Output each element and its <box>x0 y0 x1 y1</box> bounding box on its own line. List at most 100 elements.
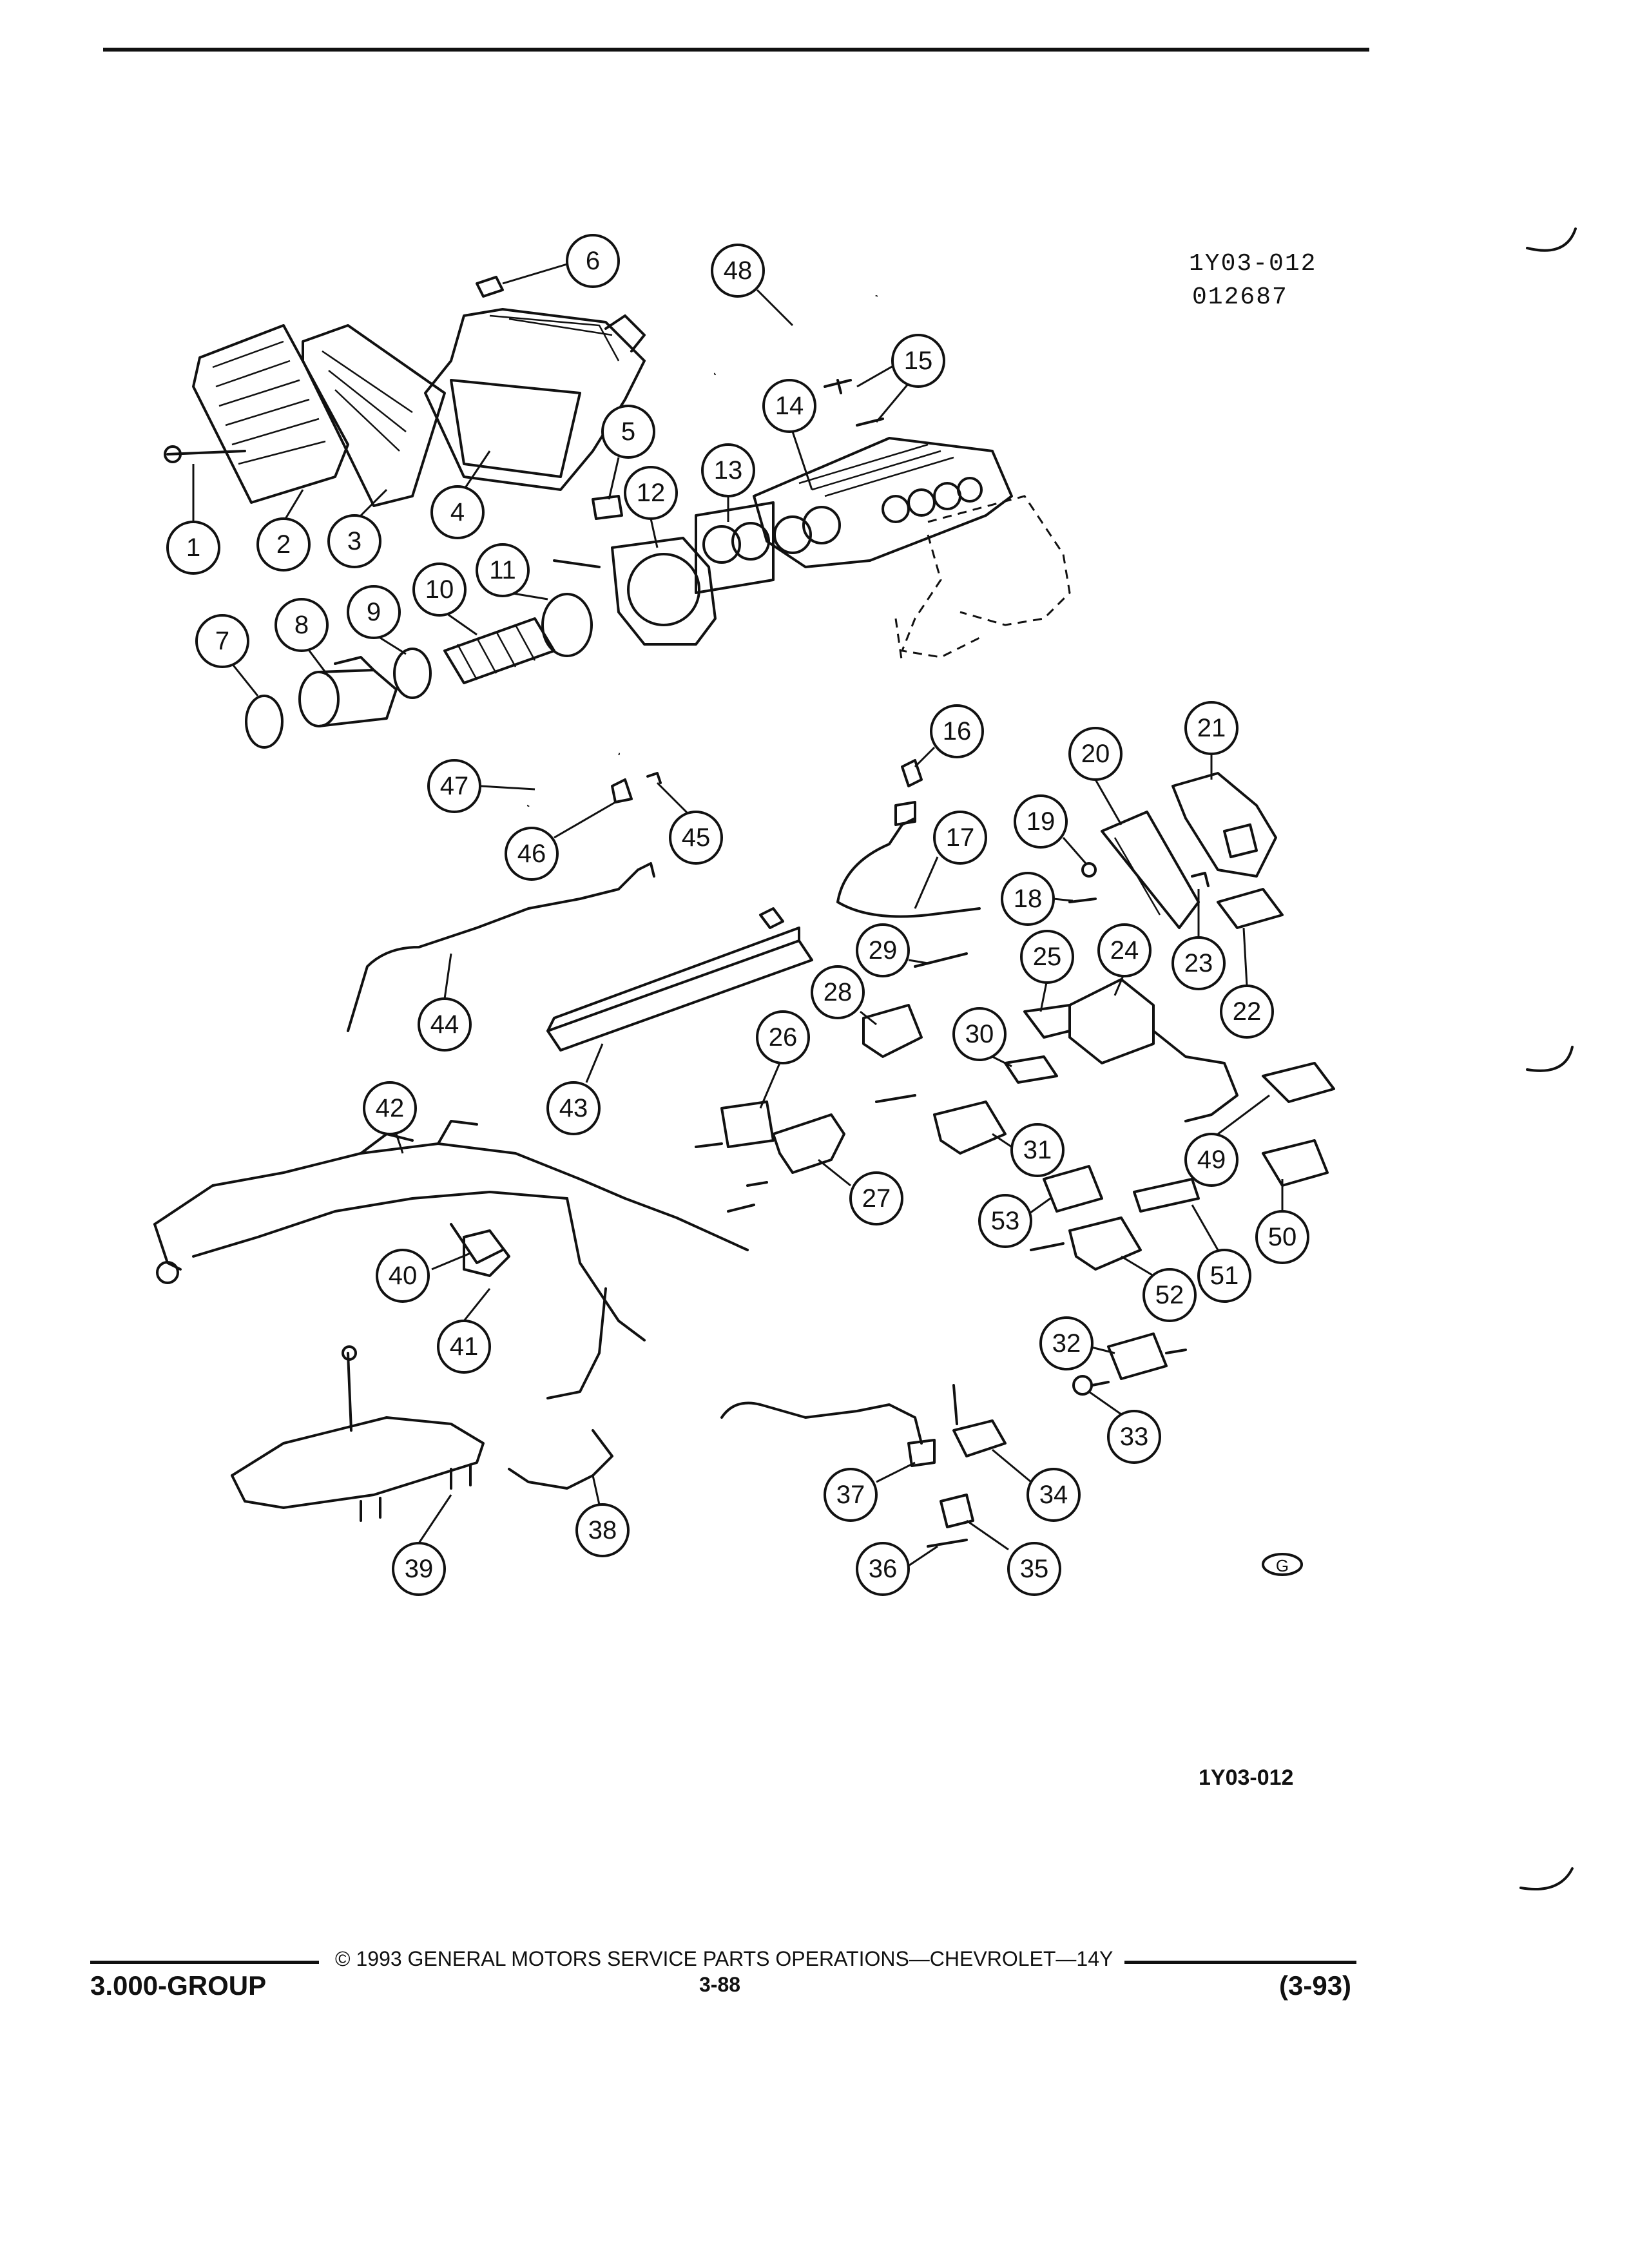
callout-12: 12 <box>624 466 678 548</box>
air-filter-element <box>302 324 446 507</box>
clamp-46 <box>611 778 633 803</box>
callout-18: 18 <box>1001 872 1074 926</box>
bottom-figure-code: 1Y03-012 <box>1199 1765 1294 1790</box>
callout-label-13: 13 <box>714 456 743 485</box>
screw-36 <box>927 1539 968 1548</box>
callout-label-24: 24 <box>1110 936 1139 965</box>
callout-26: 26 <box>756 1010 810 1109</box>
callout-label-41: 41 <box>450 1332 479 1361</box>
sensor-16 <box>901 759 923 787</box>
callout-3: 3 <box>327 488 388 568</box>
callouts: 1 2 3 4 5 6 7 8 9 10 11 12 13 14 15 16 1… <box>166 234 1309 1596</box>
callout-label-25: 25 <box>1033 943 1062 971</box>
callout-label-6: 6 <box>586 247 600 275</box>
cover-50 <box>1262 1139 1329 1187</box>
callout-label-21: 21 <box>1197 714 1226 742</box>
callout-33: 33 <box>1088 1390 1161 1464</box>
callout-label-32: 32 <box>1052 1329 1081 1358</box>
clip-5 <box>592 495 623 520</box>
plenum-fittings <box>824 379 884 427</box>
cover-21 <box>1171 772 1277 878</box>
callout-16: 16 <box>914 704 984 768</box>
callout-1: 1 <box>166 464 220 575</box>
callout-label-50: 50 <box>1268 1223 1297 1251</box>
callout-label-28: 28 <box>824 978 853 1006</box>
intake-bellows <box>443 617 555 684</box>
callout-13: 13 <box>701 443 755 522</box>
control-module-bracket-20 <box>1101 811 1200 929</box>
callout-51: 51 <box>1191 1204 1251 1303</box>
callout-42: 42 <box>363 1081 417 1154</box>
bolt-1 <box>164 445 246 463</box>
callout-label-8: 8 <box>294 611 309 639</box>
callout-label-36: 36 <box>869 1555 898 1583</box>
harness-37 <box>720 1401 936 1467</box>
relay-31 <box>933 1100 1007 1155</box>
callout-29: 29 <box>856 923 929 977</box>
callout-label-38: 38 <box>588 1516 617 1544</box>
callout-label-5: 5 <box>621 418 635 446</box>
relay-32 <box>1107 1332 1187 1380</box>
callout-label-12: 12 <box>637 479 666 507</box>
footer-rule-left <box>90 1961 319 1964</box>
nut-19 <box>1081 862 1097 878</box>
bracket-25 <box>1023 1004 1071 1039</box>
callout-46: 46 <box>505 801 616 881</box>
bracket-27 <box>772 1113 845 1174</box>
mass-air-flow-sensor <box>298 656 398 727</box>
callout-label-35: 35 <box>1020 1555 1049 1583</box>
callout-label-29: 29 <box>869 936 898 965</box>
intake-plenum <box>753 437 1013 568</box>
callout-label-16: 16 <box>943 717 972 745</box>
corner-mark-icon: G <box>1262 1553 1303 1576</box>
callout-30: 30 <box>952 1007 1012 1068</box>
screw-29 <box>914 952 968 968</box>
callout-11: 11 <box>476 543 548 601</box>
callout-label-51: 51 <box>1210 1262 1239 1290</box>
relay-26 <box>720 1100 775 1148</box>
screw-pair <box>695 1094 916 1213</box>
callout-label-40: 40 <box>389 1262 418 1290</box>
callout-label-11: 11 <box>489 556 516 584</box>
callout-10: 10 <box>412 562 477 636</box>
wiring-harness-42 <box>153 1120 749 1399</box>
callout-32: 32 <box>1039 1316 1115 1370</box>
callout-23: 23 <box>1171 889 1226 990</box>
callout-31: 31 <box>992 1123 1065 1177</box>
callout-40: 40 <box>376 1249 471 1303</box>
callout-21: 21 <box>1184 701 1239 780</box>
callout-label-10: 10 <box>425 575 454 604</box>
bolt-lower <box>952 1384 958 1425</box>
vacuum-line-44 <box>347 862 655 1032</box>
callout-label-19: 19 <box>1027 807 1055 836</box>
callout-label-7: 7 <box>215 627 229 655</box>
bracket-35 <box>940 1494 974 1528</box>
callout-27: 27 <box>818 1158 903 1225</box>
callout-44: 44 <box>418 953 472 1052</box>
wire-harness-17 <box>836 801 981 918</box>
callout-14: 14 <box>762 379 816 490</box>
bracket-22 <box>1217 888 1284 929</box>
group-label: 3.000-GROUP <box>90 1970 267 2001</box>
callout-17: 17 <box>914 811 987 909</box>
callout-label-45: 45 <box>682 823 711 852</box>
callout-label-23: 23 <box>1184 949 1213 977</box>
screw-18 <box>1068 898 1097 903</box>
callout-label-26: 26 <box>769 1023 798 1052</box>
vacuum-hose-48 <box>711 293 883 380</box>
callout-label-53: 53 <box>991 1207 1020 1235</box>
callout-39: 39 <box>392 1494 452 1596</box>
fuel-rail-43 <box>546 907 813 1052</box>
clip-23 <box>1191 872 1210 887</box>
callout-20: 20 <box>1068 727 1123 825</box>
callout-label-4: 4 <box>450 498 465 526</box>
callout-label-34: 34 <box>1039 1481 1068 1509</box>
relay-28 <box>862 1004 923 1058</box>
hose-47 <box>523 744 621 809</box>
seal-ring-7 <box>245 695 284 749</box>
sensor-34 <box>952 1419 1007 1457</box>
callout-label-39: 39 <box>405 1555 434 1583</box>
callout-48: 48 <box>711 244 794 327</box>
footer-rule-right <box>1124 1961 1356 1964</box>
